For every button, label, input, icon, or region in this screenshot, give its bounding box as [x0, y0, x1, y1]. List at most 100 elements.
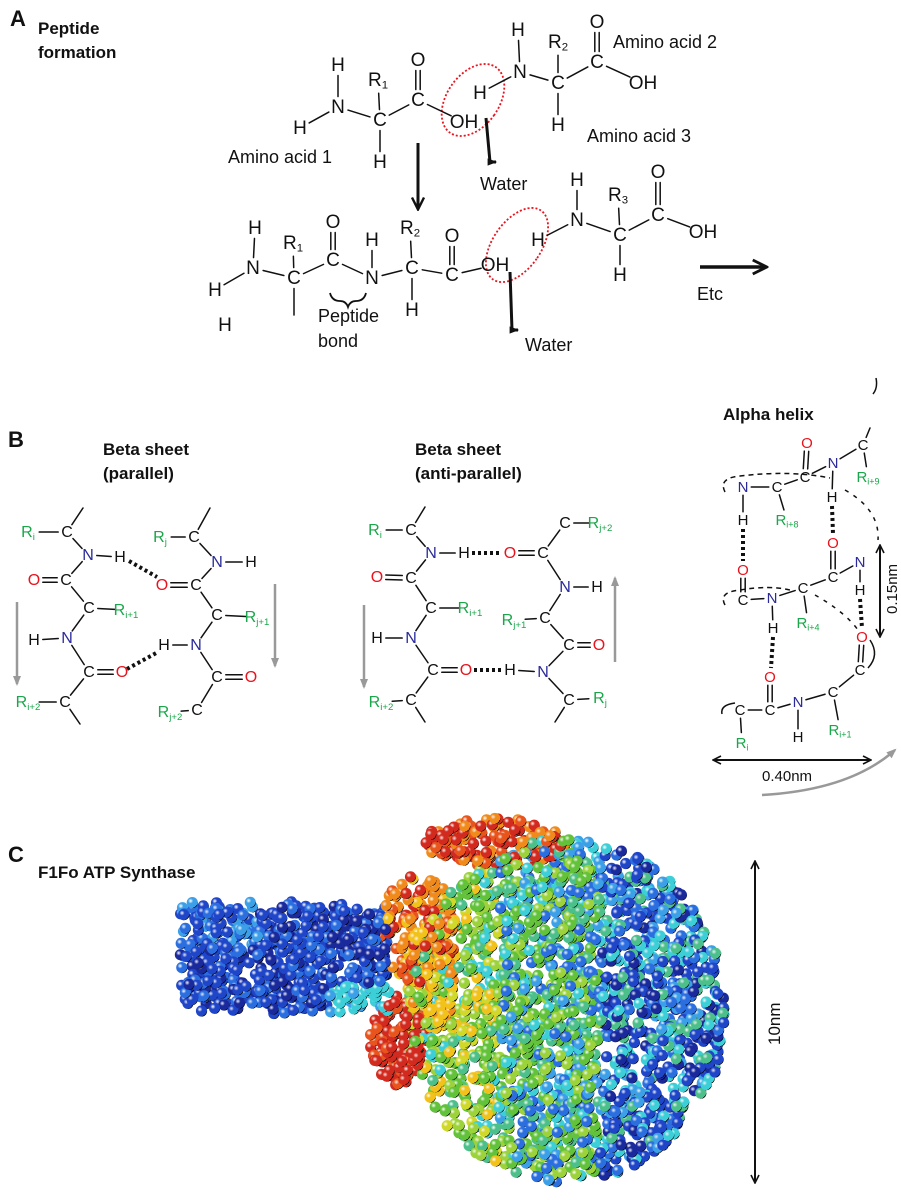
- atom-sphere: [412, 1051, 424, 1063]
- atom-sphere: [670, 907, 683, 919]
- atom-sphere: [330, 919, 342, 932]
- atom-o: O: [460, 662, 472, 679]
- atom-r-i2: Ri+2: [16, 694, 41, 713]
- atom-sphere: [287, 1004, 299, 1016]
- atom-sphere: [465, 962, 477, 974]
- atom-sphere: [398, 1074, 410, 1086]
- atom-subscript: j: [164, 536, 167, 547]
- bond: [381, 269, 403, 277]
- atom-sphere: [689, 1066, 701, 1078]
- atom-sphere: [553, 886, 565, 898]
- atom-sphere: [518, 847, 531, 859]
- atom-symbol: N: [331, 97, 345, 118]
- atom-symbol: N: [61, 630, 73, 647]
- atom-o: O: [28, 572, 40, 589]
- atom-sphere: [458, 977, 470, 989]
- atom-sphere: [447, 1036, 459, 1048]
- atom-symbol: O: [856, 629, 868, 646]
- atom-sphere: [276, 901, 288, 914]
- atom-symbol: O: [28, 572, 40, 589]
- atom-symbol: C: [858, 437, 869, 454]
- atom-sphere: [508, 979, 520, 991]
- atom-symbol: R: [608, 185, 622, 206]
- bond: [517, 39, 521, 63]
- atom-sphere: [326, 931, 339, 943]
- atom-sphere: [502, 864, 514, 876]
- atom-subscript: i+1: [469, 607, 482, 618]
- atom-sphere: [709, 1066, 721, 1078]
- bond: [71, 507, 84, 526]
- atom-n: N: [365, 268, 379, 289]
- atom-symbol: H: [855, 582, 866, 599]
- bond: [461, 267, 482, 274]
- atom-c: C: [738, 592, 749, 609]
- atom-sphere: [631, 869, 643, 881]
- atom-sphere: [691, 1018, 703, 1030]
- atom-sphere: [310, 994, 322, 1006]
- atom-sphere: [629, 989, 641, 1001]
- atom-sphere: [614, 1067, 627, 1079]
- bond: [426, 103, 452, 117]
- atom-sphere: [672, 1117, 684, 1129]
- atom-symbol: H: [738, 512, 749, 529]
- atom-sphere: [276, 975, 289, 988]
- atom-sphere: [590, 933, 602, 946]
- atom-o: O: [326, 212, 341, 233]
- atom-sphere: [613, 1004, 625, 1017]
- atom-h: H: [293, 118, 307, 139]
- atom-sphere: [679, 993, 692, 1006]
- atom-sphere: [648, 899, 660, 912]
- atom-sphere: [605, 1079, 618, 1091]
- atom-sphere: [589, 1063, 601, 1075]
- bond: [838, 674, 855, 688]
- atom-sphere: [717, 1007, 729, 1020]
- atom-sphere: [597, 947, 609, 959]
- atom-h: H: [365, 230, 379, 251]
- atom-sphere: [600, 843, 612, 855]
- atom-symbol: R: [548, 32, 562, 53]
- atom-symbol: O: [116, 664, 128, 681]
- atom-sphere: [481, 1003, 493, 1015]
- atom-sphere: [523, 916, 536, 928]
- atom-subscript: i+2: [27, 701, 40, 712]
- atom-sphere: [425, 1005, 437, 1017]
- atom-c: C: [83, 664, 95, 681]
- atom-r-j2: Rj+2: [588, 515, 613, 534]
- atom-o: O: [801, 435, 813, 452]
- atom-c: C: [828, 569, 839, 586]
- atom-sphere: [664, 893, 676, 905]
- bond: [377, 92, 381, 111]
- atom-c: C: [828, 684, 839, 701]
- atom-sphere: [549, 906, 562, 918]
- atom-sphere: [559, 1150, 571, 1162]
- atom-r-j1: Rj+1: [245, 609, 270, 628]
- atom-sphere: [424, 1091, 436, 1103]
- atom-sphere: [288, 953, 300, 965]
- bond: [96, 554, 112, 558]
- atom-sphere: [560, 1031, 572, 1043]
- atom-symbol: C: [287, 268, 301, 289]
- bond: [577, 697, 590, 701]
- atom-symbol: C: [651, 205, 665, 226]
- atom-sphere: [697, 951, 709, 964]
- atom-sphere: [244, 896, 256, 908]
- atom-sphere: [630, 1115, 642, 1127]
- atom-subscript: i+1: [125, 609, 138, 620]
- atom-sphere: [408, 949, 421, 961]
- atom-c: C: [211, 607, 223, 624]
- atom-sphere: [179, 922, 191, 934]
- atom-sphere: [414, 976, 426, 988]
- bond: [180, 709, 189, 712]
- atom-sphere: [325, 971, 337, 983]
- atom-sphere: [530, 1029, 543, 1041]
- atom-r-i: Ri: [368, 522, 382, 541]
- atom-sphere: [489, 1123, 501, 1135]
- bond: [97, 607, 116, 611]
- atom-sphere: [285, 969, 297, 981]
- bond: [69, 678, 85, 696]
- atom-o: O: [651, 162, 666, 183]
- atom-symbol: R: [16, 694, 28, 711]
- atom-sphere: [568, 1005, 580, 1017]
- atom-sphere: [459, 949, 471, 961]
- atom-sphere: [389, 888, 401, 900]
